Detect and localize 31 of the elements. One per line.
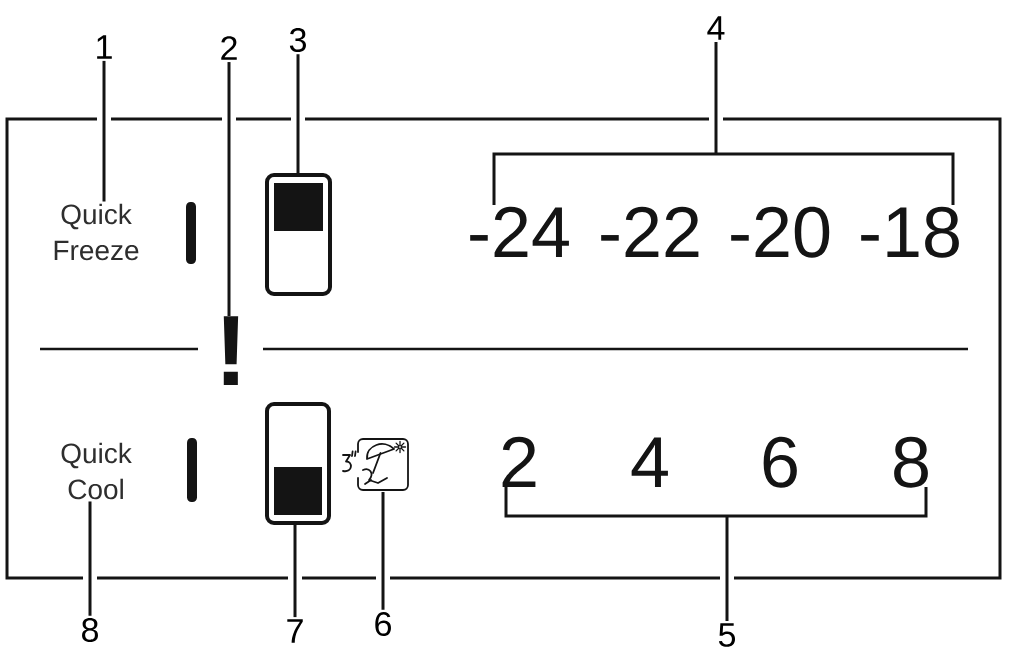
umbrella-icon (342, 438, 409, 491)
callout-number: 7 (287, 619, 303, 643)
callout-number: 4 (707, 16, 725, 40)
leader-line (293, 523, 297, 618)
function-label: Quick Freeze (54, 203, 139, 261)
temperature-value: 2 (502, 436, 536, 487)
level-indicator (265, 402, 331, 525)
callout-number: 1 (97, 35, 112, 59)
leader-line (381, 492, 385, 610)
bracket-leader-line (504, 485, 928, 623)
alarm-mark: ! (223, 316, 239, 385)
temperature-value: 8 (894, 436, 928, 488)
temperature-value: 6 (763, 436, 797, 488)
control-panel (5, 117, 1002, 580)
temperature-value: 4 (631, 437, 668, 487)
bracket-leader-line (492, 40, 955, 207)
level-indicator (265, 173, 332, 296)
leader-line (102, 60, 106, 202)
callout-number: 3 (289, 27, 306, 53)
temperature-value: -20 (731, 206, 830, 258)
temperature-value: -24 (470, 206, 569, 257)
callout-number: 6 (375, 611, 391, 637)
leader-line (227, 62, 231, 316)
callout-number: 2 (221, 36, 237, 60)
temperature-value: -18 (861, 206, 959, 258)
leader-line (296, 54, 300, 175)
callout-number: 8 (82, 617, 98, 643)
function-label: Quick Cool (61, 442, 132, 500)
leader-line (88, 501, 92, 616)
callout-number: 5 (718, 623, 736, 647)
temperature-value: -22 (601, 206, 699, 257)
